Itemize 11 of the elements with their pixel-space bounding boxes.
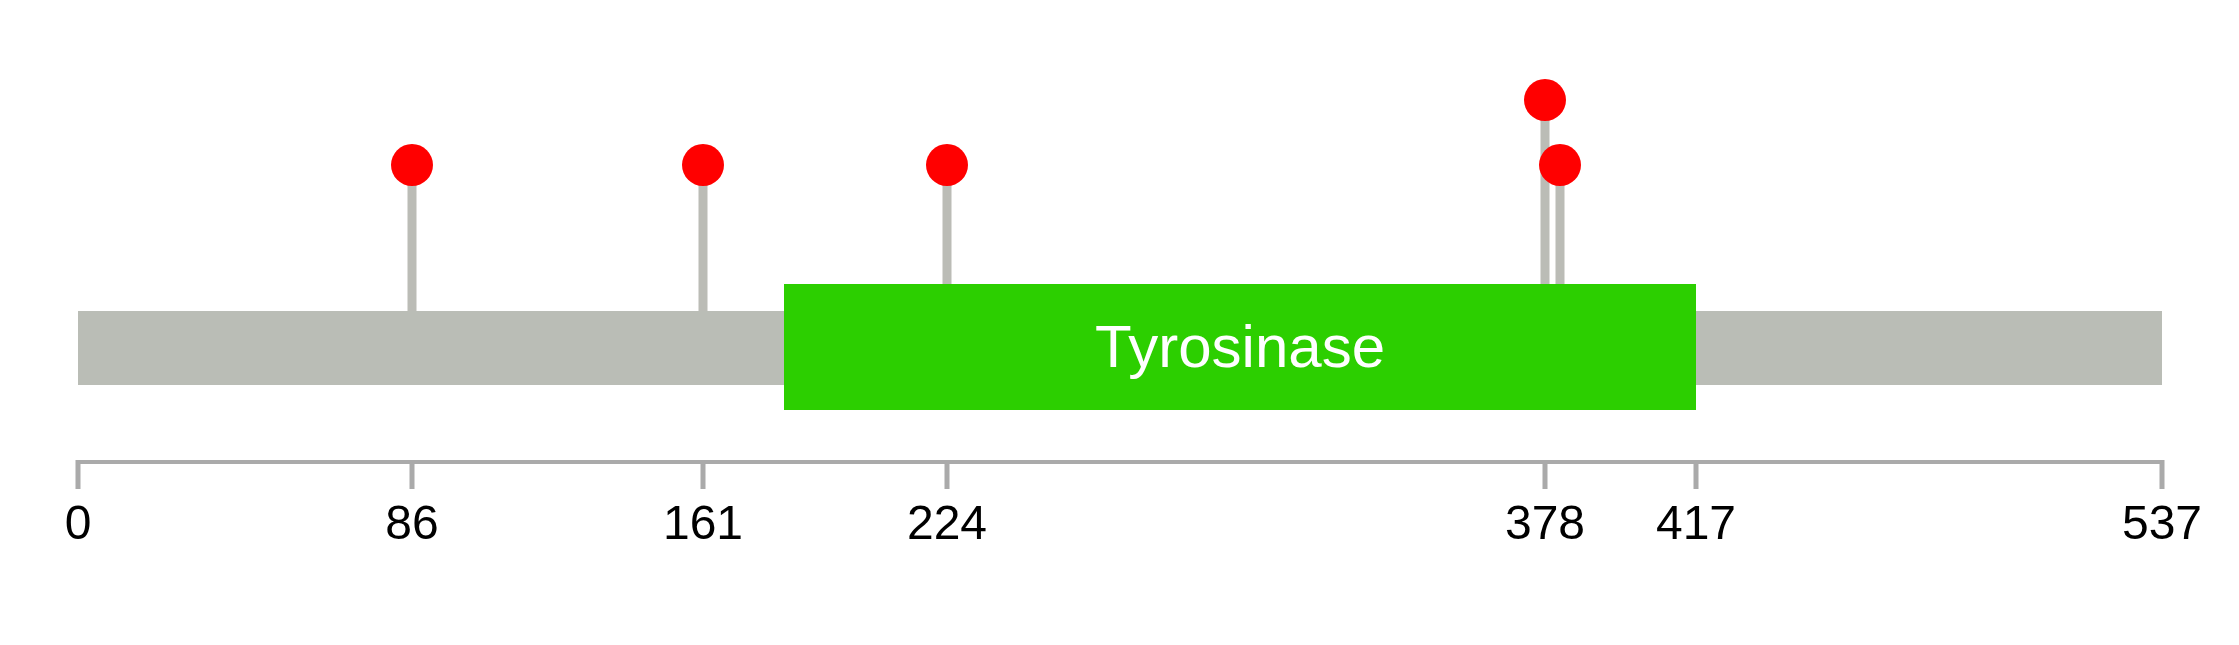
axis-tick-label: 161 (662, 499, 744, 547)
domain-box (784, 284, 1696, 410)
axis-tick-label: 86 (385, 499, 439, 547)
protein-bar (78, 311, 784, 385)
protein-bar (1696, 311, 2162, 385)
axis-tick-label: 417 (1655, 499, 1737, 547)
axis-tick-label: 0 (64, 499, 92, 547)
domain-name: Tyrosinase (1094, 317, 1386, 377)
axis-tick-label: 537 (2121, 499, 2203, 547)
axis-tick-label: 224 (906, 499, 988, 547)
axis-tick-label: 378 (1504, 499, 1586, 547)
